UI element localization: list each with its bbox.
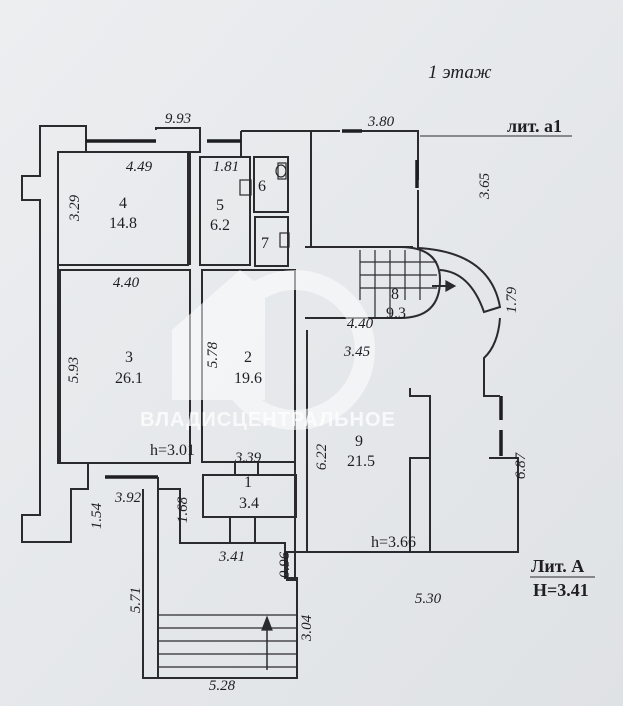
dim-right-outer: 6.87 — [513, 451, 529, 479]
dim-top-right: 3.80 — [367, 114, 395, 130]
room-7-outline — [254, 216, 289, 267]
room-9-number: 9 — [355, 433, 363, 450]
dim-porch-height: 5.71 — [128, 587, 144, 613]
room-4-number: 4 — [119, 195, 127, 212]
dim-r5-width: 1.81 — [213, 159, 239, 175]
room-labels: 1 3.4 2 19.6 3 26.1 4 14.8 5 6.2 6 7 8 9… — [109, 178, 416, 551]
room-5-area: 6.2 — [210, 217, 230, 234]
lit-a-height: H=3.41 — [533, 580, 589, 600]
room-3-number: 3 — [125, 349, 133, 366]
porch-stairs — [158, 614, 297, 670]
dim-porch-bottom: 5.28 — [209, 678, 236, 694]
height-left: h=3.01 — [150, 442, 195, 459]
dim-porch-small: 1.54 — [89, 502, 105, 529]
dim-porch-width: 3.41 — [218, 549, 245, 565]
room-4-outline — [57, 151, 189, 266]
outer-walls — [21, 125, 503, 543]
dim-r3-width: 4.40 — [113, 275, 140, 291]
room-2-area: 19.6 — [234, 370, 262, 387]
dim-r3-height: 5.93 — [66, 357, 82, 383]
room-8-number: 8 — [391, 286, 399, 303]
room-2-number: 2 — [244, 349, 252, 366]
dim-stair-width: 4.40 — [347, 316, 374, 332]
room-1-area: 3.4 — [239, 495, 259, 512]
dim-porch-right: 3.04 — [299, 614, 315, 642]
dim-porch-left: 3.92 — [114, 490, 142, 506]
height-right: h=3.66 — [371, 534, 416, 551]
dim-stair-depth: 1.79 — [504, 286, 520, 313]
dim-r9-height: 6.22 — [314, 443, 330, 470]
watermark-logo — [172, 270, 375, 430]
room-6-outline — [253, 156, 289, 213]
sink-icon — [239, 179, 252, 196]
room-3-area: 26.1 — [115, 370, 143, 387]
dim-r4-width: 4.49 — [126, 159, 153, 175]
lit-a-label: Лит. А — [531, 556, 584, 576]
room-5-number: 5 — [216, 197, 224, 214]
dim-bottom-right: 5.30 — [415, 591, 442, 607]
room-4-area: 14.8 — [109, 215, 137, 232]
room-5-outline — [199, 156, 251, 266]
room-8-area: 9.3 — [386, 305, 406, 322]
room-7-number: 7 — [261, 235, 269, 252]
interior-stairs — [359, 250, 457, 318]
lit-a1-label: лит. а1 — [507, 116, 562, 136]
room-walls — [57, 151, 519, 679]
porch-outline — [142, 477, 298, 679]
dimension-labels: 9.93 3.80 4.49 1.81 4.40 4.40 3.45 3.39 … — [66, 111, 529, 694]
room-1-outline — [202, 474, 297, 518]
room-1-number: 1 — [244, 474, 252, 491]
watermark-text: ВЛАДИСЦЕНТРАЛЬНОЕ — [140, 409, 396, 431]
dim-top-total: 9.93 — [165, 111, 191, 127]
dim-porch-step: 0.96 — [277, 551, 293, 578]
dim-right-wing: 3.65 — [477, 172, 493, 200]
floor-title: 1 этаж — [428, 62, 492, 83]
sink-icon — [279, 232, 290, 248]
dim-porch-inner: 1.68 — [175, 496, 191, 523]
room-6-number: 6 — [258, 178, 266, 195]
toilet-icon — [275, 162, 287, 180]
room-9-area: 21.5 — [347, 453, 375, 470]
dim-r1-width: 3.39 — [234, 450, 262, 466]
dim-r2-height: 5.78 — [205, 341, 221, 368]
dim-r4-height: 3.29 — [67, 194, 83, 222]
dim-r9-width: 3.45 — [343, 344, 371, 360]
stair-hall-outline — [305, 246, 442, 319]
